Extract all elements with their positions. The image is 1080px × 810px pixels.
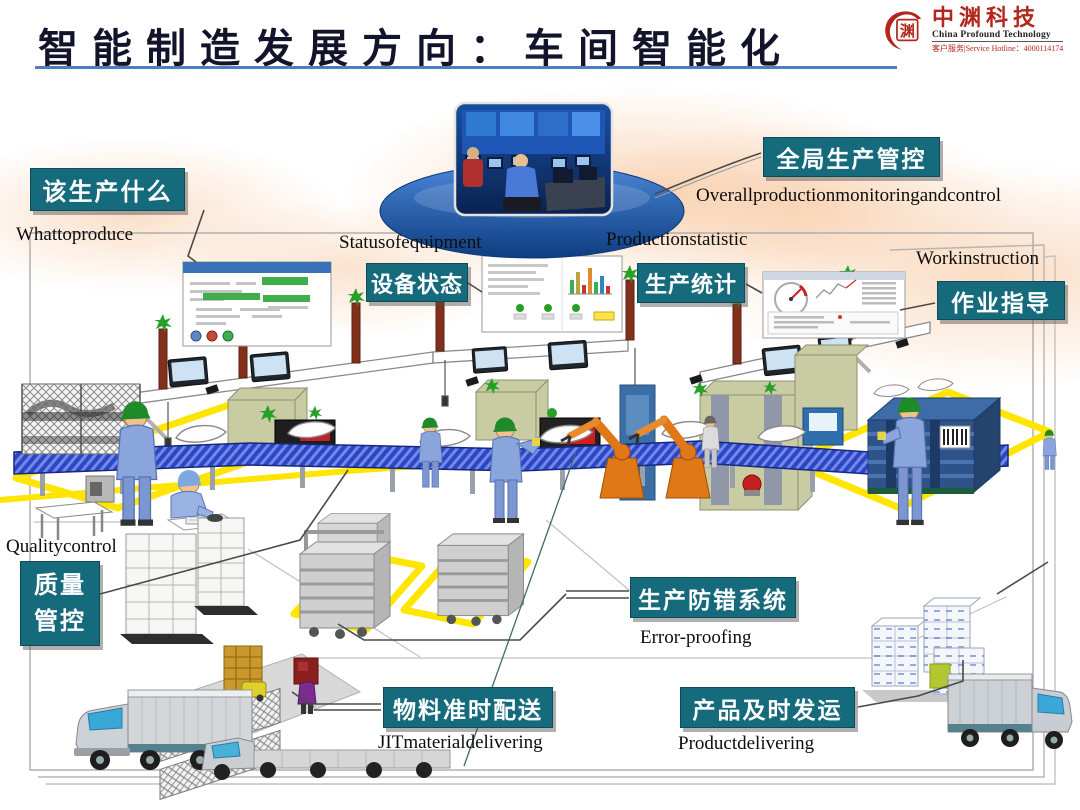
callout-work-instruction: 作业指导 xyxy=(937,281,1065,320)
truck-bottom xyxy=(201,737,451,780)
callout-jit-material: 物料准时配送 xyxy=(383,687,553,728)
label-what-to-produce-en: Whattoproduce xyxy=(16,224,134,245)
label-production-statistic-en: Productionstatistic xyxy=(606,229,748,250)
mini-bar-chart xyxy=(568,268,612,295)
hanging-monitor xyxy=(547,339,589,371)
worker xyxy=(489,417,540,523)
worker xyxy=(170,469,223,522)
qc-bench xyxy=(34,475,115,540)
control-room-photo xyxy=(453,101,614,217)
worker xyxy=(1042,429,1057,470)
seal-character: 渊 xyxy=(900,22,915,40)
worker xyxy=(877,397,928,526)
label-jit-material-en: JITmaterialdelivering xyxy=(378,732,543,753)
callout-what-to-produce: 该生产什么 xyxy=(30,168,185,211)
truck-right xyxy=(947,673,1073,749)
callout-error-proofing: 生产防错系统 xyxy=(630,577,796,618)
robot-arm xyxy=(628,415,711,499)
robot-arm xyxy=(560,417,645,499)
material-cart xyxy=(436,532,525,627)
logo-seal-icon: 渊 xyxy=(885,11,922,50)
label-error-proofing-en: Error-proofing xyxy=(640,627,752,648)
title-underline xyxy=(35,66,897,69)
callout-quality-control: 质量管控 xyxy=(20,561,100,646)
logo-hotline: 客户服务|Service Hotline：4000114174 xyxy=(932,44,1064,54)
worker xyxy=(418,417,443,488)
hanging-monitor xyxy=(167,356,209,388)
central-hub xyxy=(379,101,685,259)
callout-product-delivery: 产品及时发运 xyxy=(680,687,855,728)
hanging-monitor xyxy=(471,346,509,374)
logo-name-zh: 中渊科技 xyxy=(932,5,1041,30)
worker xyxy=(701,415,720,468)
material-cart xyxy=(298,530,392,639)
label-quality-control-en: Qualitycontrol xyxy=(6,536,117,557)
statistics-dashboard xyxy=(481,255,623,333)
page-title: 智能制造发展方向：车间智能化 xyxy=(38,26,794,71)
instruction-dashboard xyxy=(762,271,906,339)
equipment-dashboard xyxy=(182,261,332,347)
mesh-container xyxy=(21,383,141,455)
company-logo: 渊 中渊科技 China Profound Technology 客户服务|Se… xyxy=(882,5,1064,54)
cameras xyxy=(205,338,909,395)
worker xyxy=(116,401,158,526)
callout-overall-control: 全局生产管控 xyxy=(763,137,940,177)
callout-production-statistic: 生产统计 xyxy=(637,263,745,303)
red-estop xyxy=(742,474,762,496)
panel-monitor xyxy=(802,407,844,446)
status-icons xyxy=(513,304,615,321)
label-equipment-status-en: Statusofequipment xyxy=(339,232,482,253)
callout-equipment-status: 设备状态 xyxy=(366,263,468,302)
label-overall-control-en: Overallproductionmonitoringandcontrol xyxy=(696,185,1001,206)
logo-name-en: China Profound Technology xyxy=(932,30,1064,43)
andon-post xyxy=(347,288,365,363)
label-product-delivery-en: Productdelivering xyxy=(678,733,815,754)
hanging-monitor xyxy=(249,351,291,383)
label-work-instruction-en: Workinstruction xyxy=(916,248,1040,269)
